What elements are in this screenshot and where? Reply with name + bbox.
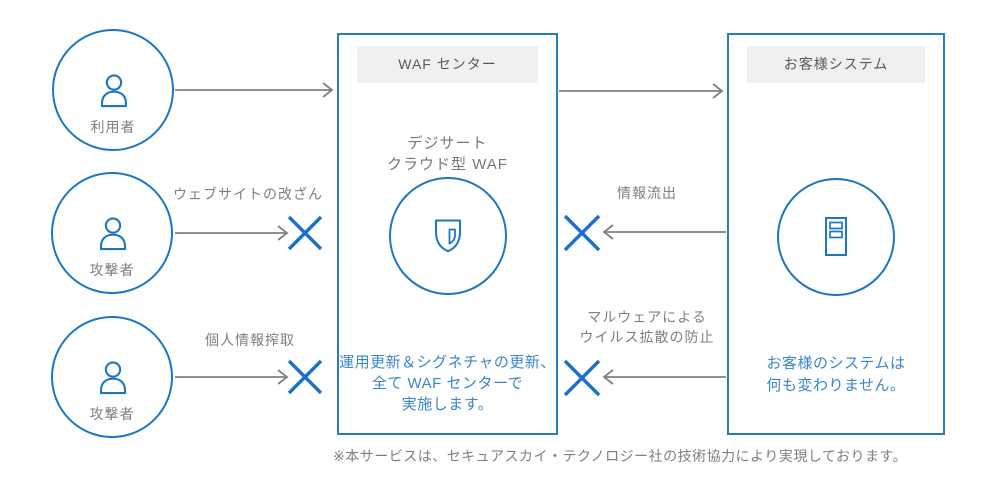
footnote: ※本サービスは、セキュアスカイ・テクノロジー社の技術協力により実現しております。: [333, 448, 908, 464]
actor-attacker1-circle: 攻撃者: [51, 172, 173, 294]
arrow-attacker-theft: [175, 369, 289, 385]
customer-description-line2: 何も変わりません。: [766, 377, 906, 394]
attack-label-theft: 個人情報搾取: [205, 332, 295, 348]
waf-center-header: WAF センター: [357, 46, 538, 83]
person-icon: [97, 215, 129, 253]
arrow-attacker-tampering: [175, 225, 289, 241]
waf-subtitle-line2: クラウド型 WAF: [387, 156, 508, 173]
malware-label: マルウェアによる ウイルス拡散の防止: [560, 307, 734, 347]
waf-subtitle-line1: デジサート: [407, 135, 488, 152]
customer-system-panel: お客様システム お客様のシステムは 何も変わりません。: [727, 33, 945, 435]
arrow-user-to-waf: [175, 82, 334, 98]
customer-system-header: お客様システム: [747, 46, 925, 83]
x-mark-theft-blocked: [287, 359, 323, 395]
x-mark-malware-blocked: [563, 359, 601, 397]
arrow-malware: [602, 369, 726, 385]
malware-label-line1: マルウェアによる: [587, 309, 707, 325]
shield-icon: [434, 219, 462, 253]
customer-icon-circle: [777, 178, 895, 296]
waf-icon-circle: [389, 177, 507, 295]
actor-attacker2-label: 攻撃者: [89, 406, 135, 422]
waf-center-panel: WAF センター デジサート クラウド型 WAF 運用更新＆シグネチャの更新、 …: [337, 33, 558, 435]
waf-subtitle: デジサート クラウド型 WAF: [339, 133, 556, 175]
actor-user-label: 利用者: [90, 119, 136, 135]
arrow-info-leak: [602, 224, 726, 240]
attack-label-tampering: ウェブサイトの改ざん: [173, 186, 323, 202]
arrow-waf-to-customer: [559, 83, 724, 99]
waf-description-line3: 実施します。: [401, 396, 494, 413]
actor-user-circle: 利用者: [52, 29, 174, 151]
customer-description-line1: お客様のシステムは: [766, 355, 906, 372]
actor-attacker2-circle: 攻撃者: [51, 316, 173, 438]
actor-attacker1-label: 攻撃者: [89, 262, 135, 278]
customer-description: お客様のシステムは 何も変わりません。: [729, 353, 943, 397]
waf-description-line1: 運用更新＆シグネチャの更新、: [339, 354, 556, 371]
x-mark-info-leak-blocked: [563, 214, 601, 252]
waf-description: 運用更新＆シグネチャの更新、 全て WAF センターで 実施します。: [339, 352, 556, 415]
info-leak-label: 情報流出: [617, 185, 677, 201]
malware-label-line2: ウイルス拡散の防止: [579, 329, 715, 345]
person-icon: [98, 72, 130, 110]
person-icon: [97, 359, 129, 397]
waf-description-line2: 全て WAF センターで: [371, 375, 524, 392]
server-icon: [825, 217, 847, 257]
x-mark-tampering-blocked: [287, 215, 323, 251]
